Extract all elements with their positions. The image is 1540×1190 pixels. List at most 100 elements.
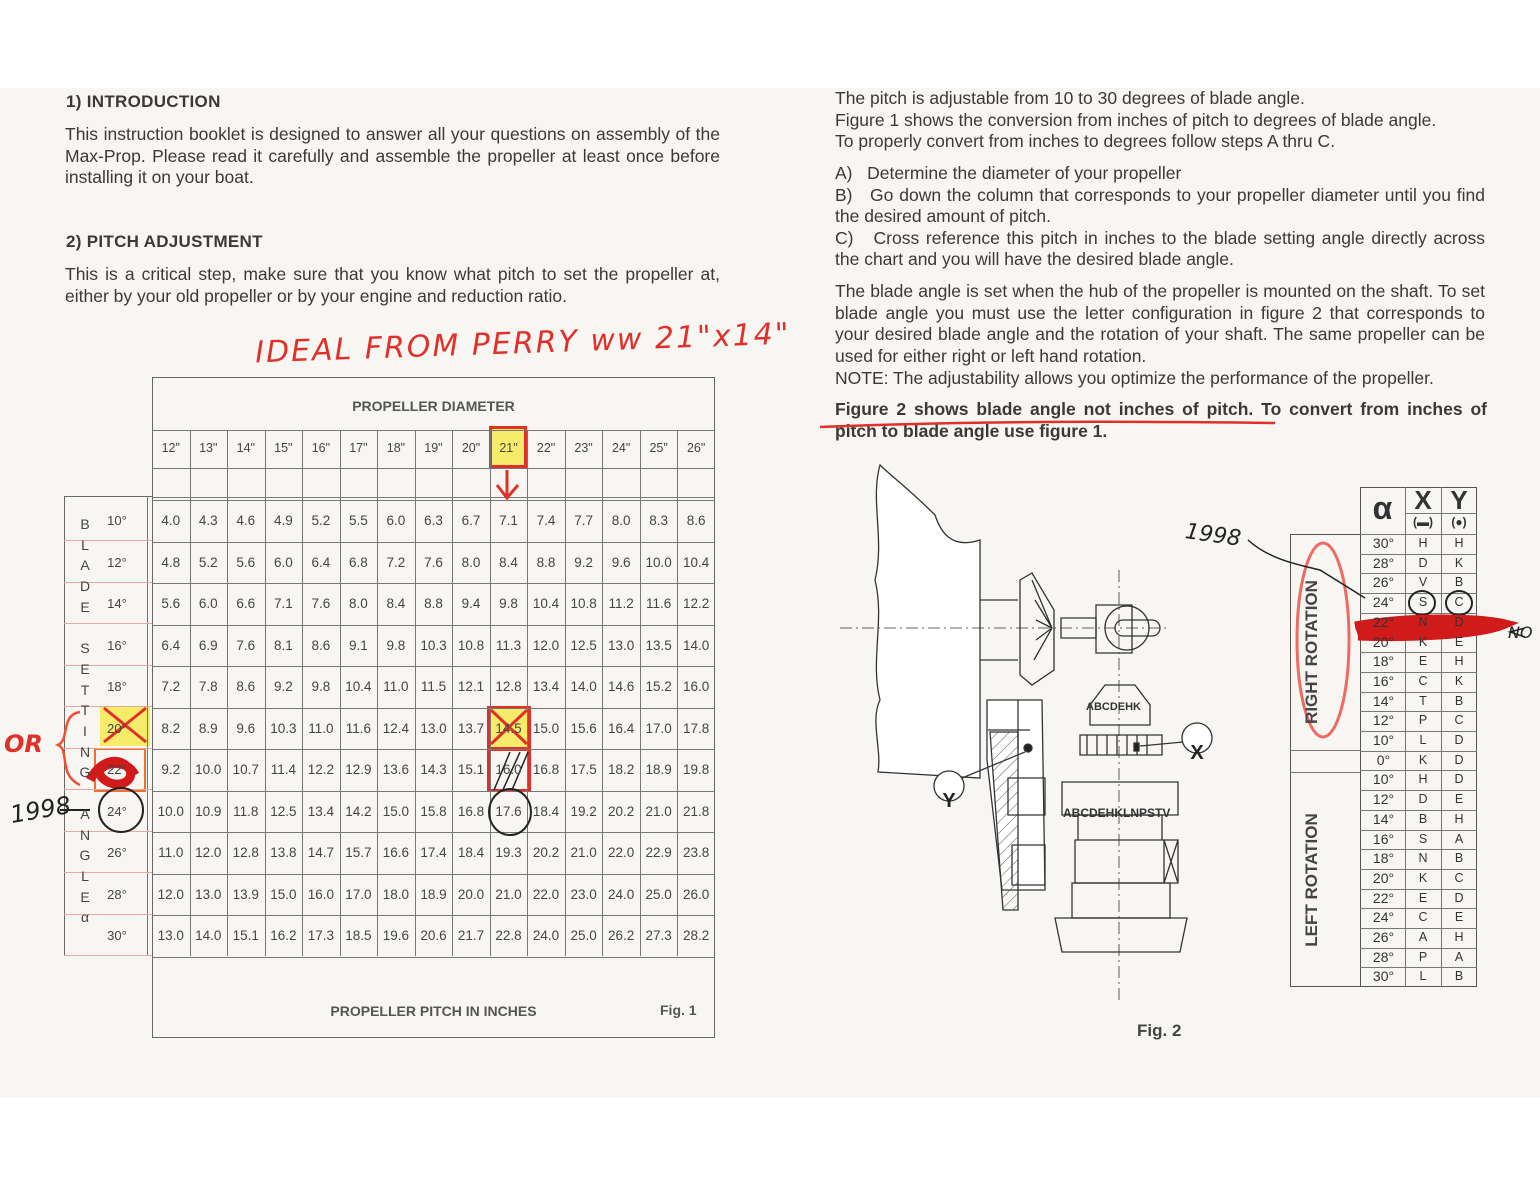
steps-list: A) Determine the diameter of your propel… xyxy=(835,163,1485,271)
pitch-cell: 22.9 xyxy=(645,845,672,860)
pitch-cell: 9.2 xyxy=(161,762,181,777)
side-label-letter: E xyxy=(80,598,90,615)
pitch-cell: 8.2 xyxy=(161,720,181,736)
pitch-cell: 12.2 xyxy=(683,596,710,611)
diameter-header: 15" xyxy=(274,441,293,455)
pitch-cell: 8.3 xyxy=(649,513,669,528)
pitch-cell: 7.1 xyxy=(273,596,293,611)
diameter-header: 13" xyxy=(199,441,218,455)
pitch-cell: 7.7 xyxy=(574,513,593,528)
pitch-cell: 20.2 xyxy=(607,803,635,819)
pitch-cell: 7.8 xyxy=(198,679,218,694)
pitch-cell: 7.2 xyxy=(386,554,406,570)
pitch-cell: 4.6 xyxy=(236,513,256,528)
step-text: Cross reference this pitch in inches to … xyxy=(835,227,1485,270)
blade-angle-label: 26° xyxy=(107,845,127,860)
fig1-title: PROPELLER DIAMETER xyxy=(352,398,515,414)
pitch-cell: 14.6 xyxy=(607,679,635,694)
divider xyxy=(377,430,379,956)
x-letter-cell: S xyxy=(1418,831,1428,846)
side-label-letter: E xyxy=(80,660,90,677)
divider xyxy=(264,430,266,956)
pitch-cell: 5.6 xyxy=(236,554,256,570)
pitch-cell: 17.4 xyxy=(420,845,447,860)
pitch-cell: 6.0 xyxy=(198,596,218,611)
pitch-cell: 13.4 xyxy=(307,803,334,819)
y-letter-cell: C xyxy=(1454,713,1464,728)
handwritten-or: OR xyxy=(4,730,43,758)
side-label-letter: L xyxy=(81,867,89,884)
angle-cell: 16° xyxy=(1372,672,1395,689)
pitch-cell: 13.4 xyxy=(532,679,560,694)
pitch-cell: 9.4 xyxy=(461,596,481,611)
x-header: X xyxy=(1414,485,1432,515)
diameter-header: 17" xyxy=(349,441,368,455)
y-letter-cell: B xyxy=(1454,851,1464,866)
pitch-cell: 8.8 xyxy=(424,596,443,611)
pitch-cell: 7.6 xyxy=(424,554,443,570)
pitch-cell: 9.8 xyxy=(311,679,331,694)
pitch-cell: 5.5 xyxy=(349,513,368,528)
divider xyxy=(152,430,715,431)
pitch-cell: 12.2 xyxy=(307,762,334,777)
divider xyxy=(1360,829,1477,831)
side-label-letter: N xyxy=(79,743,91,760)
pitch-cell: 4.0 xyxy=(161,513,181,528)
pitch-cell: 14.0 xyxy=(195,928,222,943)
pitch-cell: 15.2 xyxy=(645,679,672,694)
pitch-cell: 25.0 xyxy=(645,886,672,902)
x-letter-cell: P xyxy=(1418,713,1428,728)
y-letter-cell: D xyxy=(1454,733,1464,747)
pitch-cell: 12.5 xyxy=(270,803,297,819)
y-letter-cell: H xyxy=(1454,536,1464,550)
pitch-cell: 7.6 xyxy=(311,596,331,611)
x-letter-cell: D xyxy=(1418,555,1428,570)
angle-cell: 18° xyxy=(1372,653,1395,670)
pitch-cell: 8.6 xyxy=(236,679,256,694)
pitch-cell: 6.0 xyxy=(386,513,406,528)
step-label: A) xyxy=(835,163,853,183)
x-letter-cell: K xyxy=(1418,870,1428,885)
pitch-cell: 8.8 xyxy=(536,554,556,570)
divider xyxy=(152,707,715,709)
x-letter-cell: S xyxy=(1418,595,1428,610)
pitch-cell: 8.4 xyxy=(499,554,518,570)
red-underline xyxy=(819,420,1276,429)
pitch-cell: 9.6 xyxy=(236,720,256,736)
divider xyxy=(1360,593,1477,595)
step-label: B) xyxy=(835,184,853,205)
pitch-cell: 25.0 xyxy=(570,928,597,943)
pitch-cell: 20.2 xyxy=(532,845,560,860)
arrow-down-icon xyxy=(495,470,520,501)
blade-angle-label: 18° xyxy=(107,679,127,694)
pitch-cell: 12.1 xyxy=(457,679,485,694)
pitch-cell: 12.5 xyxy=(570,637,597,653)
pitch-cell: 10.3 xyxy=(270,720,297,736)
pitch-cell: 11.0 xyxy=(308,720,334,736)
divider xyxy=(302,430,304,956)
pitch-cell: 6.4 xyxy=(161,637,181,653)
divider xyxy=(1360,750,1477,752)
pitch-cell: 21.0 xyxy=(645,803,672,819)
divider xyxy=(1360,967,1477,969)
pitch-cell: 22.8 xyxy=(495,928,522,943)
angle-cell: 16° xyxy=(1372,830,1395,847)
pitch-cell: 17.8 xyxy=(683,720,710,736)
side-label-letter: S xyxy=(80,640,90,657)
divider xyxy=(1360,671,1477,673)
pitch-cell: 19.6 xyxy=(382,928,410,943)
figure-2-drawing xyxy=(840,463,1213,1000)
pitch-cell: 6.6 xyxy=(236,596,256,611)
pitch-cell: 11.6 xyxy=(345,720,372,736)
pitch-cell: 13.9 xyxy=(232,886,259,902)
pitch-cell: 13.6 xyxy=(382,762,410,777)
pitch-cell: 19.3 xyxy=(495,845,522,860)
divider xyxy=(152,624,715,626)
pitch-cell: 10.4 xyxy=(683,554,710,570)
pitch-cell: 18.9 xyxy=(420,886,447,902)
pitch-cell: 21.7 xyxy=(457,928,485,943)
diameter-header: 26" xyxy=(686,441,706,455)
callout-y: Y xyxy=(942,790,956,812)
side-label-letter: T xyxy=(80,681,90,698)
pitch-cell: 6.7 xyxy=(461,513,481,528)
